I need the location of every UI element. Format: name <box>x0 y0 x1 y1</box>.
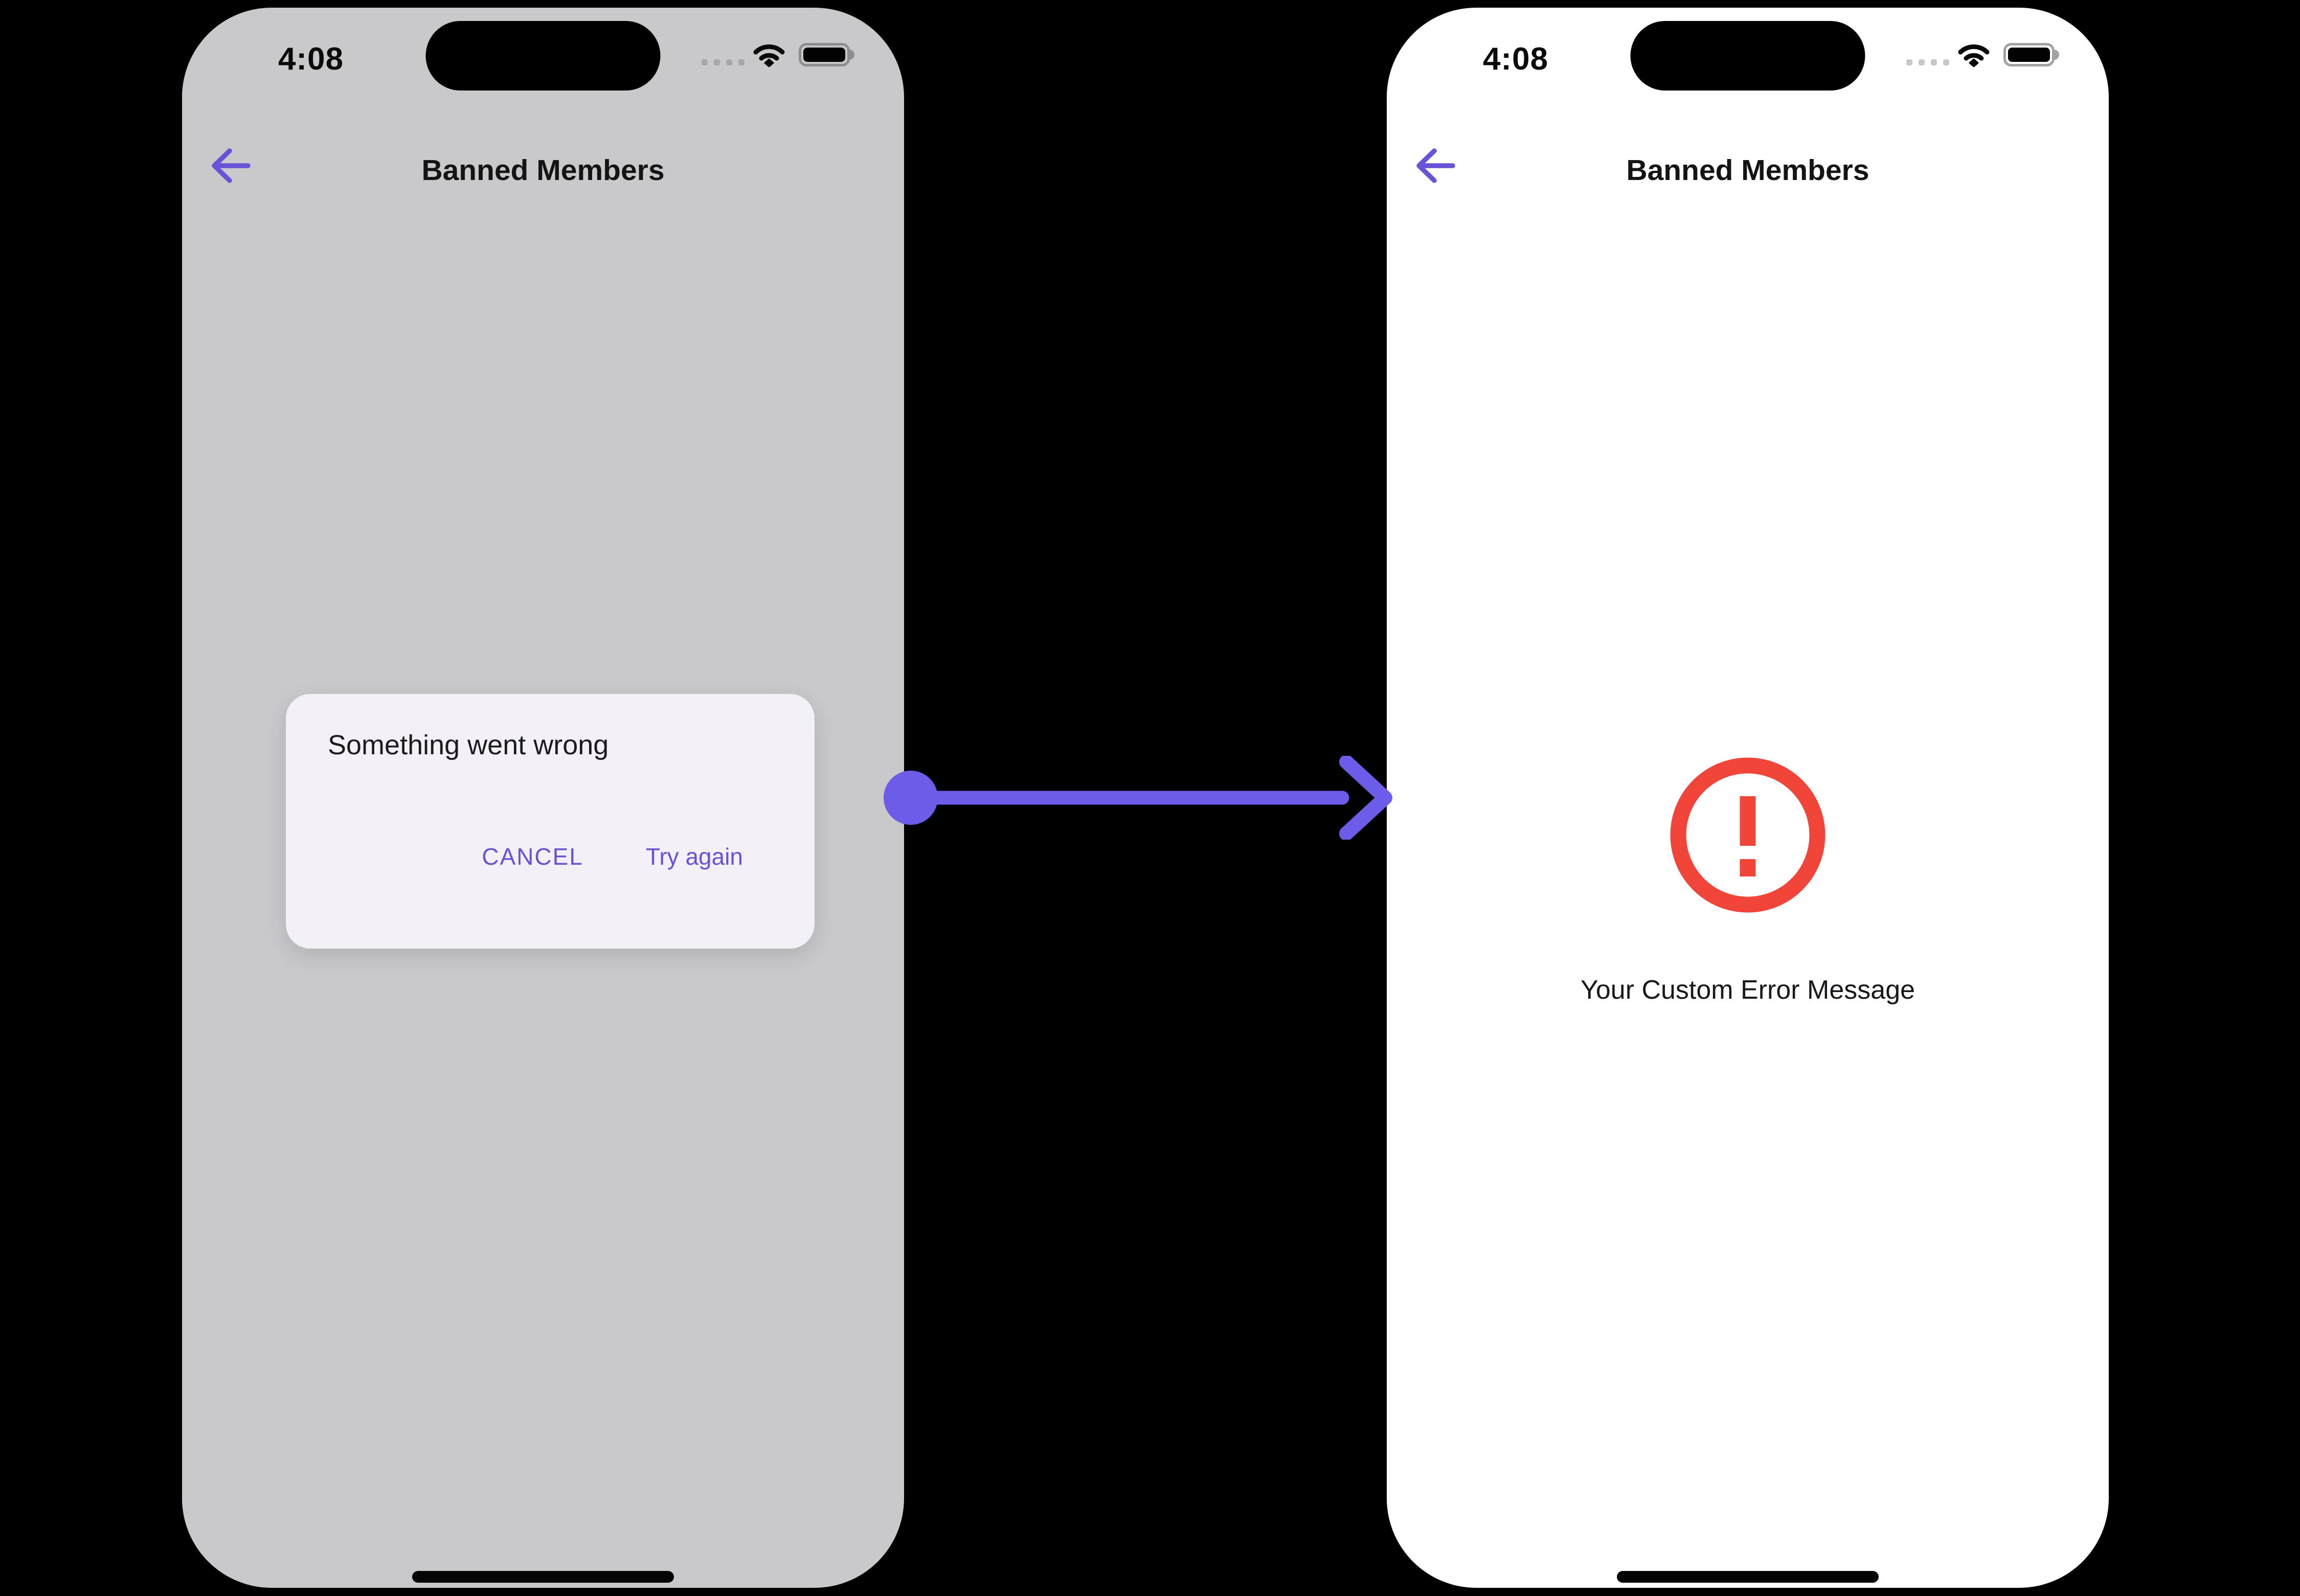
wifi-icon <box>753 44 785 67</box>
left-phone-screen: 4:08 Banned Members Something went <box>182 8 904 1588</box>
home-indicator <box>1617 1571 1879 1583</box>
back-arrow-icon <box>212 148 251 183</box>
back-button[interactable] <box>1415 147 1456 185</box>
battery-icon <box>799 43 854 66</box>
wifi-icon <box>1958 44 1990 67</box>
error-exclamation-circle-icon <box>1670 757 1825 913</box>
back-button[interactable] <box>210 147 251 185</box>
dynamic-island <box>1630 21 1865 91</box>
dynamic-island <box>425 21 661 91</box>
home-indicator <box>412 1571 674 1583</box>
dialog-title: Something went wrong <box>328 730 609 760</box>
status-time: 4:08 <box>278 41 344 77</box>
cellular-signal-dots-icon <box>1906 59 1949 65</box>
page-title: Banned Members <box>421 154 665 187</box>
cancel-button[interactable]: CANCEL <box>482 843 583 870</box>
status-time: 4:08 <box>1482 41 1549 77</box>
battery-icon <box>2003 43 2059 66</box>
try-again-button[interactable]: Try again <box>645 843 743 870</box>
back-arrow-icon <box>1416 148 1455 183</box>
cellular-signal-dots-icon <box>702 59 745 65</box>
error-dialog: Something went wrong CANCEL Try again <box>286 694 815 949</box>
error-message: Your Custom Error Message <box>1580 975 1915 1005</box>
flow-arrow-icon <box>884 756 1392 840</box>
right-phone-screen: 4:08 Banned Members <box>1387 8 2109 1588</box>
page-title: Banned Members <box>1626 154 1869 187</box>
dialog-actions: CANCEL Try again <box>482 842 743 871</box>
